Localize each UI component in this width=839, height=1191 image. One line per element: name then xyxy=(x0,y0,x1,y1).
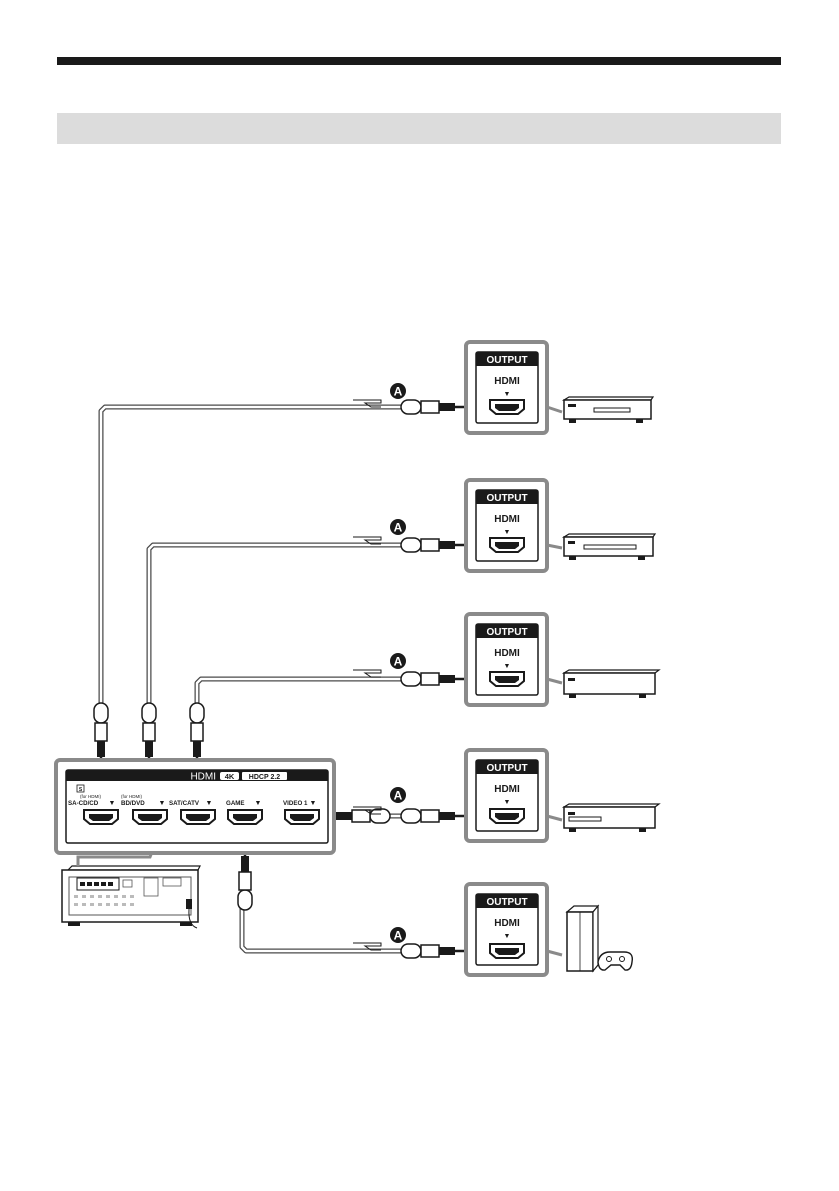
game-controller-icon xyxy=(597,951,634,971)
cable-a-label: A xyxy=(394,385,403,399)
hdmi-port-icon xyxy=(489,808,525,824)
device-output-panels: OUTPUT HDMI ▼ OUTPUT HDMI ▼ OUTPUT HDMI … xyxy=(464,340,563,977)
port-sublabel: (for HDMI) xyxy=(121,794,142,799)
signal-arrow-icon xyxy=(353,399,382,951)
output-panel: OUTPUT HDMI ▼ xyxy=(464,748,549,843)
output-panel: OUTPUT HDMI ▼ xyxy=(464,478,549,573)
cable-a-label: A xyxy=(394,655,403,669)
game-console-icon xyxy=(565,904,634,973)
hdmi-port-icon xyxy=(227,809,263,825)
hdmi-label: HDMI xyxy=(494,376,520,387)
hdmi-label: HDMI xyxy=(494,514,520,525)
output-label: OUTPUT xyxy=(486,897,527,908)
port-arrow: ▼ xyxy=(310,800,317,807)
hdmi-port-icon xyxy=(489,943,525,959)
output-label: OUTPUT xyxy=(486,493,527,504)
port-arrow: ▼ xyxy=(504,391,511,398)
port-arrow: ▼ xyxy=(206,800,213,807)
badge-4k: 4K xyxy=(225,772,235,781)
signal-direction-markers: A A A A A xyxy=(353,383,406,951)
port-arrow: ▼ xyxy=(255,800,262,807)
dvd-player-icon xyxy=(561,533,657,560)
badge-hdcp: HDCP 2.2 xyxy=(249,774,280,781)
receiver-hdmi-panel: HDMI 4K HDCP 2.2 S (for HDMI) SA-CD/CD ▼… xyxy=(54,758,336,855)
output-panel: OUTPUT HDMI ▼ xyxy=(464,882,549,977)
port-arrow: ▼ xyxy=(159,800,166,807)
hdmi-label: HDMI xyxy=(494,648,520,659)
video-player-icon xyxy=(561,803,661,832)
hdmi-port-icon xyxy=(489,399,525,415)
hdmi-port-icon xyxy=(489,537,525,553)
hdmi-port-icon xyxy=(284,809,320,825)
output-panel: OUTPUT HDMI ▼ xyxy=(464,612,549,707)
hdmi-port-icon xyxy=(180,809,216,825)
top-rule xyxy=(57,57,781,65)
hdmi-label: HDMI xyxy=(494,784,520,795)
port-label-sat-catv: SAT/CATV xyxy=(169,800,200,807)
port-sublabel: (for HDMI) xyxy=(80,794,101,799)
output-label: OUTPUT xyxy=(486,355,527,366)
set-top-box-icon xyxy=(561,669,661,698)
port-label-video-1: VIDEO 1 xyxy=(283,800,308,807)
port-arrow: ▼ xyxy=(504,933,511,940)
port-arrow: ▼ xyxy=(109,800,116,807)
hdmi-label: HDMI xyxy=(494,918,520,929)
section-band xyxy=(57,113,781,144)
cable-a-label: A xyxy=(394,789,403,803)
hdmi-port-icon xyxy=(132,809,168,825)
port-arrow: ▼ xyxy=(504,799,511,806)
output-label: OUTPUT xyxy=(486,627,527,638)
hdmi-port-icon xyxy=(489,671,525,687)
cable-a-label: A xyxy=(394,929,403,943)
cable-a-label: A xyxy=(394,521,403,535)
port-arrow: ▼ xyxy=(504,529,511,536)
port-label-sa-cd-cd: SA-CD/CD xyxy=(68,800,99,807)
av-receiver-icon xyxy=(61,851,201,929)
port-label-game: GAME xyxy=(226,800,245,807)
port-arrow: ▼ xyxy=(504,663,511,670)
output-panel: OUTPUT HDMI ▼ xyxy=(464,340,549,435)
hdmi-port-icon xyxy=(83,809,119,825)
cable-a-badge: A A A A A xyxy=(390,383,406,943)
port-label-bd-dvd: BD/DVD xyxy=(121,800,145,807)
audio-tag: S xyxy=(79,787,83,793)
hdmi-banner: HDMI xyxy=(190,772,216,783)
output-label: OUTPUT xyxy=(486,763,527,774)
blu-ray-player-icon xyxy=(561,396,655,423)
